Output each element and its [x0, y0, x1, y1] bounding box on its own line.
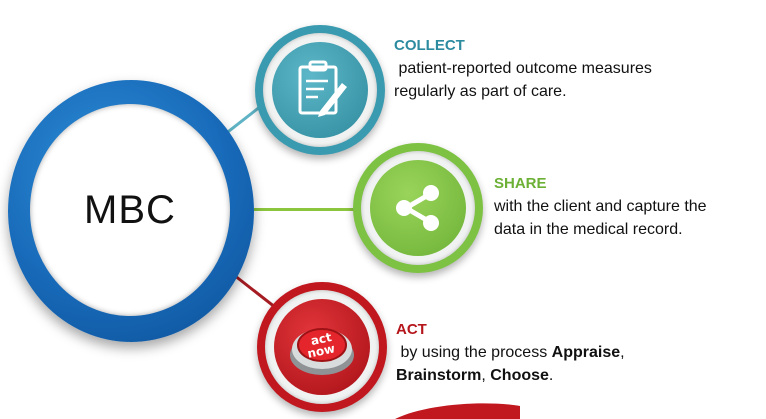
share-line1: with the client and capture the: [494, 198, 707, 215]
act-sep1: ,: [620, 344, 625, 361]
hub-label: MBC: [84, 187, 176, 232]
act-appraise: Appraise: [551, 344, 621, 361]
hub-circle: MBC: [30, 104, 230, 316]
act-sep2: ,: [481, 367, 491, 384]
act-choose: Choose: [490, 367, 549, 384]
share-line2: data in the medical record.: [494, 221, 683, 238]
share-node: [353, 143, 483, 273]
act-title: ACT: [396, 321, 427, 338]
connector-share: [254, 208, 364, 211]
share-text: SHARE with the client and capture the da…: [494, 172, 707, 241]
act-node: act now: [257, 282, 387, 412]
act-line1: by using the process Appraise,: [396, 341, 625, 364]
collect-text: COLLECT patient-reported outcome measure…: [394, 34, 652, 103]
clipboard-pencil-icon: [298, 60, 347, 117]
act-brainstorm: Brainstorm: [396, 367, 482, 384]
collect-line1: patient-reported outcome measures: [394, 60, 652, 77]
collect-line2: regularly as part of care.: [394, 83, 567, 100]
act-end: .: [548, 367, 554, 384]
svg-text:act: act: [309, 330, 333, 348]
act-line1-prefix: by using the process: [396, 344, 552, 361]
act-line2: Brainstorm, Choose.: [396, 364, 625, 387]
act-now-button-icon: act now: [290, 328, 354, 375]
collect-node: [255, 25, 385, 155]
share-icon: [396, 185, 439, 231]
svg-text:now: now: [306, 341, 336, 360]
act-text: ACT by using the process Appraise, Brain…: [396, 318, 625, 387]
red-swoosh-decoration: [395, 403, 520, 419]
share-title: SHARE: [494, 175, 547, 192]
collect-title: COLLECT: [394, 37, 465, 54]
